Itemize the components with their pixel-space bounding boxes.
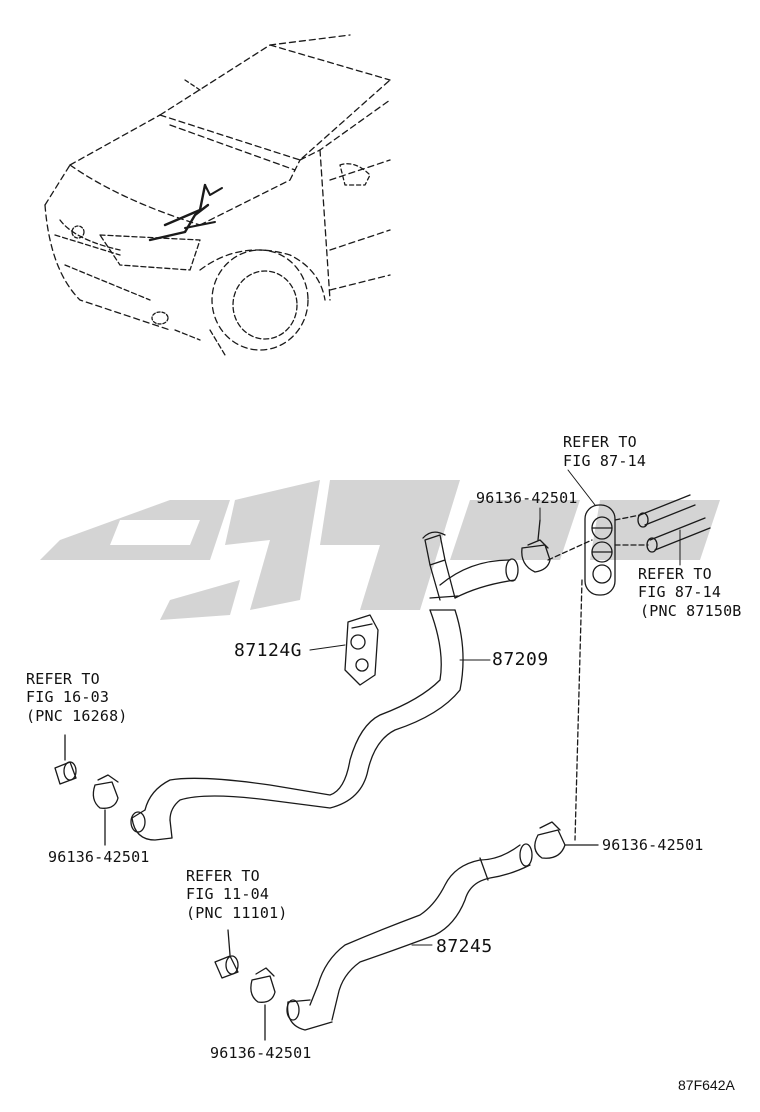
hose-87245-drawing [286,843,533,1031]
part-clip-left-label: 96136-42501 [48,848,150,866]
bracket-87124g-drawing [344,614,379,686]
refer-87-14-right-line1: REFER TO [638,565,712,583]
bottom-fitting-drawing [214,929,276,1041]
part-bracket-label: 87124G [234,640,303,661]
refer-16-03-line1: REFER TO [26,670,100,688]
refer-87-14-right-line3: (PNC 87150B [640,602,742,620]
refer-11-04-line1: REFER TO [186,867,260,885]
refer-11-04-line2: FIG 11-04 [186,885,270,903]
refer-11-04-line3: (PNC 11101) [186,904,288,922]
refer-87-14-right-line2: FIG 87-14 [638,583,722,601]
part-hose-upper-label: 87209 [492,649,549,670]
part-clip-bottom-label: 96136-42501 [210,1044,312,1062]
left-fitting-drawing [54,734,119,846]
refer-87-14-top-line2: FIG 87-14 [563,452,647,470]
part-clip-top-label: 96136-42501 [476,489,578,507]
clip-right-drawing [534,821,599,859]
part-hose-lower-label: 87245 [436,936,493,957]
clip-top-drawing [521,519,551,573]
hose-87209-drawing [130,531,519,841]
refer-16-03-line2: FIG 16-03 [26,688,110,706]
refer-87-14-top-line1: REFER TO [563,433,637,451]
diagram-code: 87F642A [678,1077,735,1093]
part-clip-right-label: 96136-42501 [602,836,704,854]
refer-16-03-line3: (PNC 16268) [26,707,128,725]
vehicle-outline [44,34,391,356]
leader-lines [309,469,681,946]
watermark-logo [40,480,720,620]
washer-connector-block [547,494,711,841]
